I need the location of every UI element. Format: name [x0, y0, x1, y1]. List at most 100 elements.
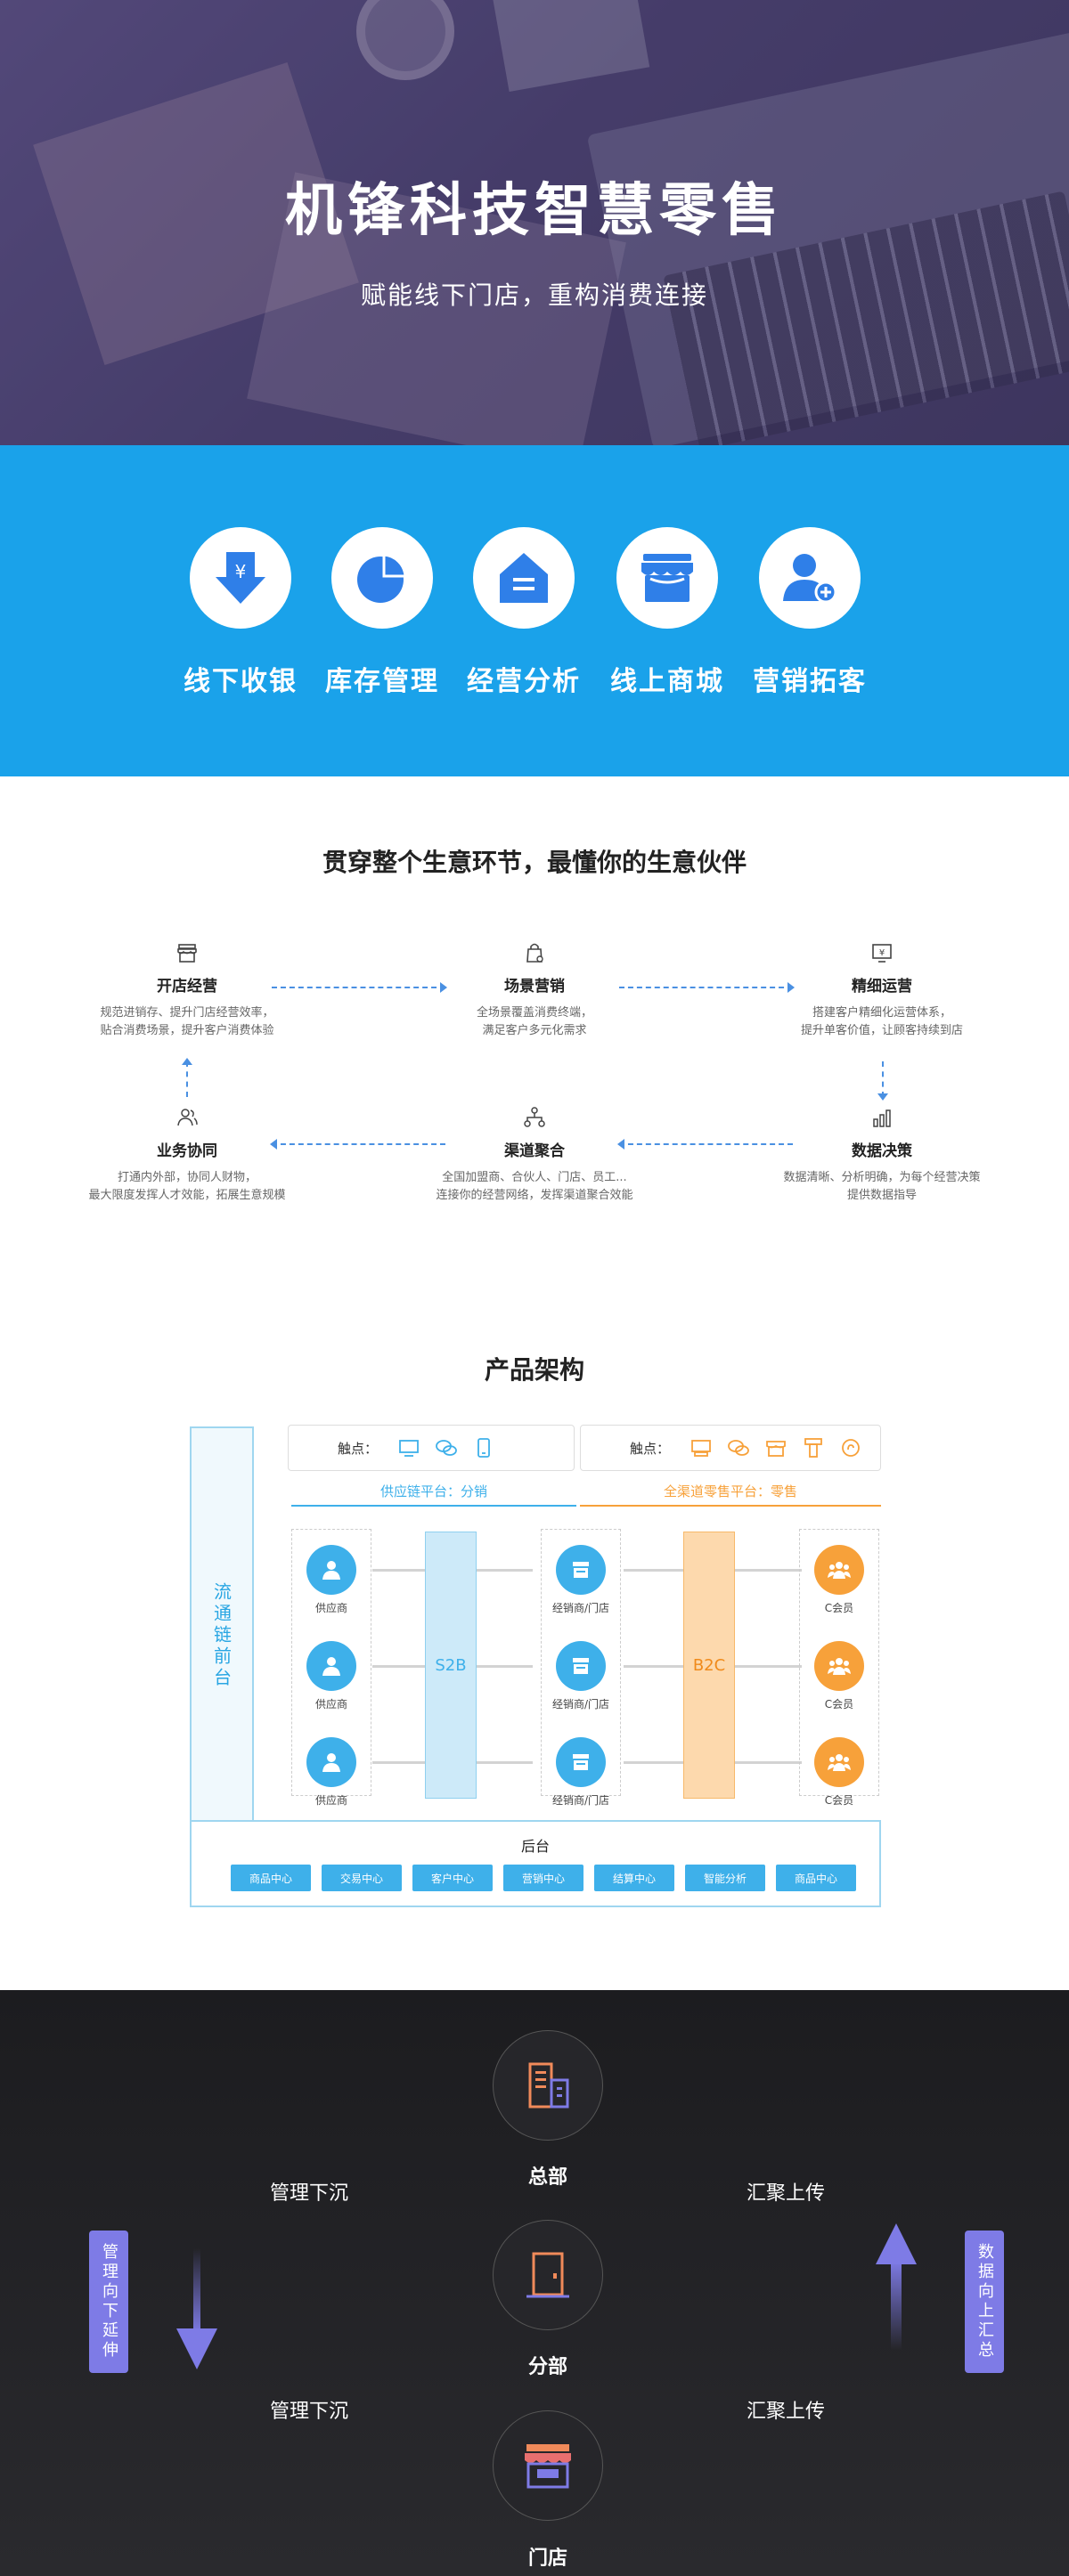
flow-node-desc-line: 全国加盟商、合伙人、门店、员工... [442, 1171, 627, 1184]
mobile-icon [477, 1438, 490, 1458]
wechat-icon [728, 1440, 749, 1456]
hero-title: 机锋科技智慧零售 [285, 178, 784, 244]
feature-circle [473, 527, 575, 629]
store-label: 门店 [527, 2548, 567, 2570]
flow-node-desc: 全场景覆盖消费终端， 满足客户多元化需求 [401, 1004, 668, 1040]
manage-extend-down-label: 管理向下延伸 [100, 2243, 118, 2361]
front-end-box: 流通链前台 [190, 1426, 254, 1845]
backend-module-chip[interactable]: 交易中心 [322, 1865, 402, 1891]
member-label: C会员 [824, 1794, 854, 1807]
shopping-bag-icon [526, 943, 543, 963]
flow-node-open-store: 开店经营 规范进销存、提升门店经营效率， 贴合消费场景，提升客户消费体验 [53, 941, 321, 1040]
manage-extend-down-pill: 管理向下延伸 [89, 2231, 128, 2373]
pie-chart-icon [357, 553, 407, 603]
feature-label: 经营分析 [467, 666, 581, 697]
platform-label-left: 供应链平台：分销 [379, 1483, 487, 1499]
person-icon [322, 1657, 340, 1676]
member-node: C会员 [799, 1545, 879, 1615]
manage-down-text: 管理下沉 [269, 2182, 348, 2205]
front-end-label: 流通链前台 [210, 1582, 233, 1689]
flow-node-desc: 数据清晰、分析明确，为每个经营决策 提供数据指导 [748, 1169, 1016, 1205]
b2c-bar: B2C [683, 1532, 735, 1799]
feature-item[interactable]: 经营分析 [453, 527, 595, 698]
yen-down-arrow-icon: ¥ [216, 552, 265, 604]
feature-circle [616, 527, 718, 629]
shop-icon [573, 1754, 589, 1770]
store-icon [177, 944, 197, 963]
supplier-label: 供应商 [314, 1602, 347, 1614]
user-add-icon [783, 554, 837, 604]
product-architecture-section: 产品架构 流通链前台 触点： 触点： 供应链平台：分销 全渠道零售平台：零售 [0, 1275, 1069, 1990]
member-column [799, 1529, 879, 1796]
feature-item[interactable]: 库存管理 [311, 527, 453, 698]
backend-module-chip[interactable]: 智能分析 [685, 1865, 765, 1891]
feature-label: 库存管理 [325, 666, 439, 697]
supplier-node: 供应商 [291, 1641, 371, 1711]
shop-icon [573, 1658, 589, 1674]
shop-awning-icon [641, 554, 693, 602]
hero-decor-cup [356, 0, 454, 80]
platform-label-right: 全渠道零售平台：零售 [663, 1483, 797, 1499]
flow-node-desc-line: 满足客户多元化需求 [482, 1024, 587, 1037]
feature-item[interactable]: 线上商城 [596, 527, 739, 698]
group-icon [828, 1658, 851, 1675]
member-label: C会员 [824, 1602, 854, 1614]
arch-title: 产品架构 [484, 1355, 584, 1385]
platform-line-right [580, 1505, 881, 1507]
dealer-node: 经销商/门店 [541, 1737, 621, 1808]
supplier-column [291, 1529, 371, 1796]
backend-module-chip[interactable]: 商品中心 [776, 1865, 856, 1891]
member-label: C会员 [824, 1698, 854, 1711]
building-icon [528, 2062, 569, 2109]
backend-module-chip[interactable]: 客户中心 [412, 1865, 493, 1891]
hierarchy-section: 总部 分部 门店 管理下沉 管理下沉 汇聚上传 汇聚上传 管 [0, 1990, 1069, 2576]
monitor-yen-icon: ¥ [872, 944, 892, 963]
flow-node-business-collaboration: 业务协同 打通内外部，协同人财物， 最大限度发挥人才效能，拓展生意规模 [53, 1106, 321, 1205]
flow-node-desc: 全国加盟商、合伙人、门店、员工... 连接你的经营网络，发挥渠道聚合效能 [401, 1169, 668, 1205]
feature-item[interactable]: ¥ 线下收银 [169, 527, 312, 698]
flow-node-desc-line: 贴合消费场景，提升客户消费体验 [100, 1024, 274, 1037]
svg-text:¥: ¥ [235, 561, 247, 582]
hq-label: 总部 [527, 2166, 567, 2189]
flow-heading: 贯穿整个生意环节，最懂你的生意伙伴 [322, 848, 747, 877]
feature-circle [759, 527, 861, 629]
backend-module-chip[interactable]: 商品中心 [231, 1865, 311, 1891]
backend-title: 后台 [520, 1838, 550, 1855]
feature-label: 线上商城 [610, 666, 724, 697]
flow-node-title: 开店经营 [157, 978, 217, 995]
flow-node-title: 精细运营 [852, 978, 912, 995]
hero-banner: 机锋科技智慧零售 赋能线下门店，重构消费连接 [0, 0, 1069, 445]
member-node: C会员 [799, 1641, 879, 1711]
network-icon [524, 1107, 545, 1127]
touchpoint-label: 触点： [338, 1440, 379, 1457]
touchpoints-left: 触点： [288, 1425, 575, 1471]
feature-item[interactable]: 营销拓客 [739, 527, 881, 698]
feature-circle: ¥ [190, 527, 291, 629]
flow-node-desc-line: 最大限度发挥人才效能，拓展生意规模 [88, 1189, 286, 1202]
backend-module-chip[interactable]: 结算中心 [594, 1865, 674, 1891]
flow-node-desc-line: 连接你的经营网络，发挥渠道聚合效能 [436, 1189, 633, 1202]
business-flow-section: 贯穿整个生意环节，最懂你的生意伙伴 开店经营 规范进销存、提升门店经营效率， 贴… [0, 776, 1069, 1275]
supplier-node: 供应商 [291, 1737, 371, 1808]
wechat-icon [436, 1440, 457, 1456]
backend-module-chip[interactable]: 营销中心 [503, 1865, 583, 1891]
flow-node-title: 场景营销 [504, 978, 565, 995]
person-icon [322, 1753, 340, 1772]
pos-terminal-icon [691, 1440, 711, 1457]
flow-node-fine-operation: ¥ 精细运营 搭建客户精细化运营体系， 提升单客价值，让顾客持续到店 [748, 941, 1016, 1040]
flow-node-desc-line: 规范进销存、提升门店经营效率， [100, 1006, 274, 1020]
dealer-label: 经销商/门店 [551, 1794, 610, 1807]
shop-awning-icon [525, 2444, 571, 2489]
house-bars-icon [500, 553, 548, 603]
flow-node-title: 数据决策 [852, 1142, 912, 1160]
data-aggregate-up-pill: 数据向上汇总 [965, 2231, 1004, 2373]
flow-arrow-right [272, 982, 447, 993]
branch-label: 分部 [527, 2356, 567, 2378]
manage-down-text: 管理下沉 [269, 2401, 348, 2423]
flow-node-title: 渠道聚合 [504, 1142, 565, 1160]
dealer-label: 经销商/门店 [551, 1602, 610, 1614]
flow-node-desc-line: 数据清晰、分析明确，为每个经营决策 [783, 1171, 981, 1184]
dealer-node: 经销商/门店 [541, 1641, 621, 1711]
dealer-label: 经销商/门店 [551, 1698, 610, 1711]
flow-node-desc-line: 全场景覆盖消费终端， [476, 1006, 592, 1020]
